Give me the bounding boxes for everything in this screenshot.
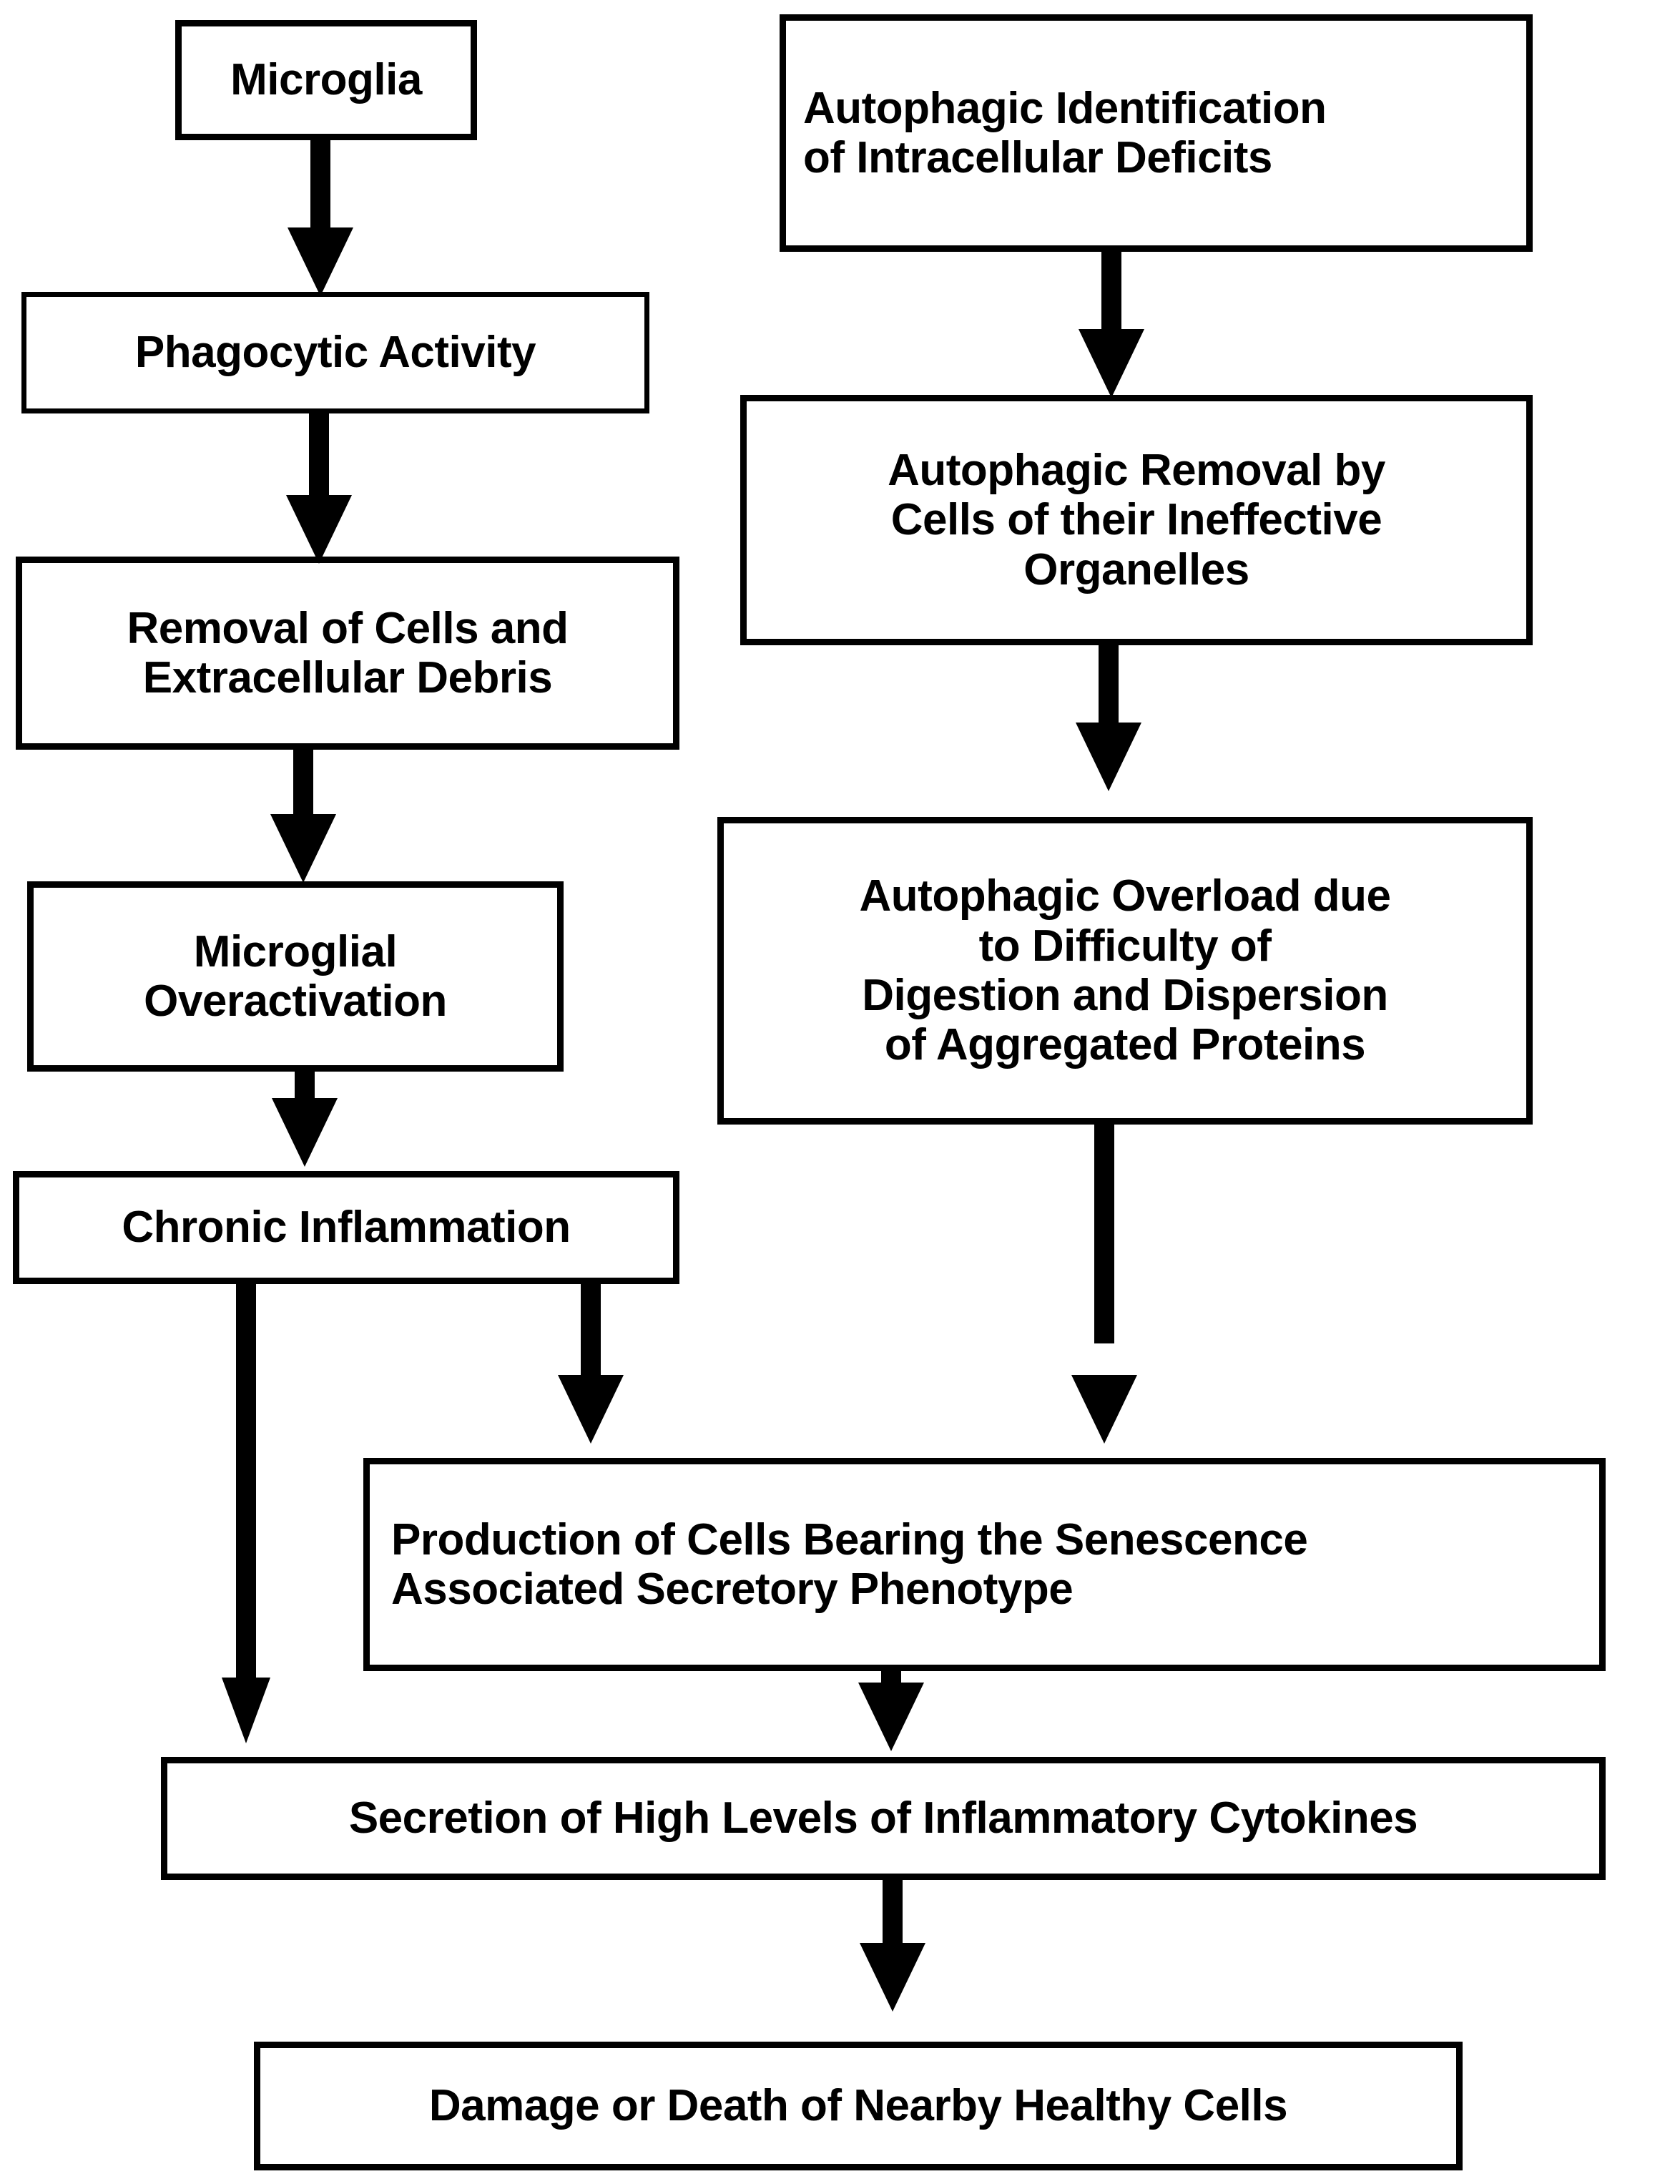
edge-chronic-to-secretion-arrow-icon	[222, 1678, 270, 1743]
edge-autooverload-to-sasp-line	[1094, 1122, 1114, 1343]
node-sasp[interactable]: Production of Cells Bearing the Senescen…	[363, 1458, 1606, 1671]
node-removal-of-cells[interactable]: Removal of Cells and Extracellular Debri…	[16, 557, 679, 750]
node-autophagic-overload[interactable]: Autophagic Overload due to Difficulty of…	[717, 817, 1533, 1125]
edge-autooverload-to-sasp-arrow-icon	[1071, 1375, 1137, 1444]
edge-chronic-to-secretion-line	[236, 1283, 256, 1698]
node-secretion-cytokines-label: Secretion of High Levels of Inflammatory…	[348, 1793, 1418, 1843]
edge-autoident-to-autoremoval-arrow-icon	[1079, 329, 1144, 398]
node-removal-of-cells-label: Removal of Cells and Extracellular Debri…	[127, 603, 569, 702]
node-damage-or-death-label: Damage or Death of Nearby Healthy Cells	[428, 2081, 1288, 2131]
edge-secretion-to-damage-arrow-icon	[860, 1943, 925, 2012]
edge-autoremoval-to-autooverload-arrow-icon	[1076, 723, 1141, 791]
edge-chronic-to-sasp-arrow-icon	[558, 1375, 624, 1444]
node-secretion-cytokines[interactable]: Secretion of High Levels of Inflammatory…	[161, 1757, 1606, 1880]
node-microglial-overactivation-label: Microglial Overactivation	[144, 926, 447, 1026]
node-microglia-label: Microglia	[230, 55, 422, 105]
edge-microglia-to-phagocytic-line	[310, 139, 330, 236]
edge-sasp-to-secretion-arrow-icon	[858, 1683, 924, 1751]
node-autophagic-overload-label: Autophagic Overload due to Difficulty of…	[859, 871, 1391, 1070]
edge-autoremoval-to-autooverload-line	[1099, 644, 1119, 730]
edge-phagocytic-to-removal-arrow-icon	[286, 495, 352, 564]
node-autophagic-identification-label: Autophagic Identification of Intracellul…	[803, 83, 1327, 182]
edge-secretion-to-damage-line	[883, 1879, 903, 1950]
edge-removal-to-overactivation-arrow-icon	[270, 814, 336, 883]
node-chronic-inflammation[interactable]: Chronic Inflammation	[13, 1171, 679, 1284]
edge-overactivation-to-chronic-arrow-icon	[272, 1098, 338, 1167]
edge-phagocytic-to-removal-line	[309, 412, 329, 502]
node-autophagic-identification[interactable]: Autophagic Identification of Intracellul…	[780, 14, 1533, 252]
node-sasp-label: Production of Cells Bearing the Senescen…	[391, 1514, 1308, 1614]
node-phagocytic-activity[interactable]: Phagocytic Activity	[21, 292, 649, 413]
node-microglial-overactivation[interactable]: Microglial Overactivation	[27, 881, 564, 1072]
edge-autoident-to-autoremoval-line	[1101, 250, 1121, 343]
node-autophagic-removal[interactable]: Autophagic Removal by Cells of their Ine…	[740, 395, 1533, 645]
node-phagocytic-activity-label: Phagocytic Activity	[134, 328, 536, 378]
edge-removal-to-overactivation-line	[293, 748, 313, 820]
node-chronic-inflammation-label: Chronic Inflammation	[122, 1203, 571, 1253]
node-autophagic-removal-label: Autophagic Removal by Cells of their Ine…	[888, 445, 1385, 594]
edge-microglia-to-phagocytic-arrow-icon	[288, 227, 353, 296]
node-microglia[interactable]: Microglia	[175, 20, 477, 140]
node-damage-or-death[interactable]: Damage or Death of Nearby Healthy Cells	[254, 2042, 1463, 2170]
edge-chronic-to-sasp-line	[581, 1283, 601, 1380]
